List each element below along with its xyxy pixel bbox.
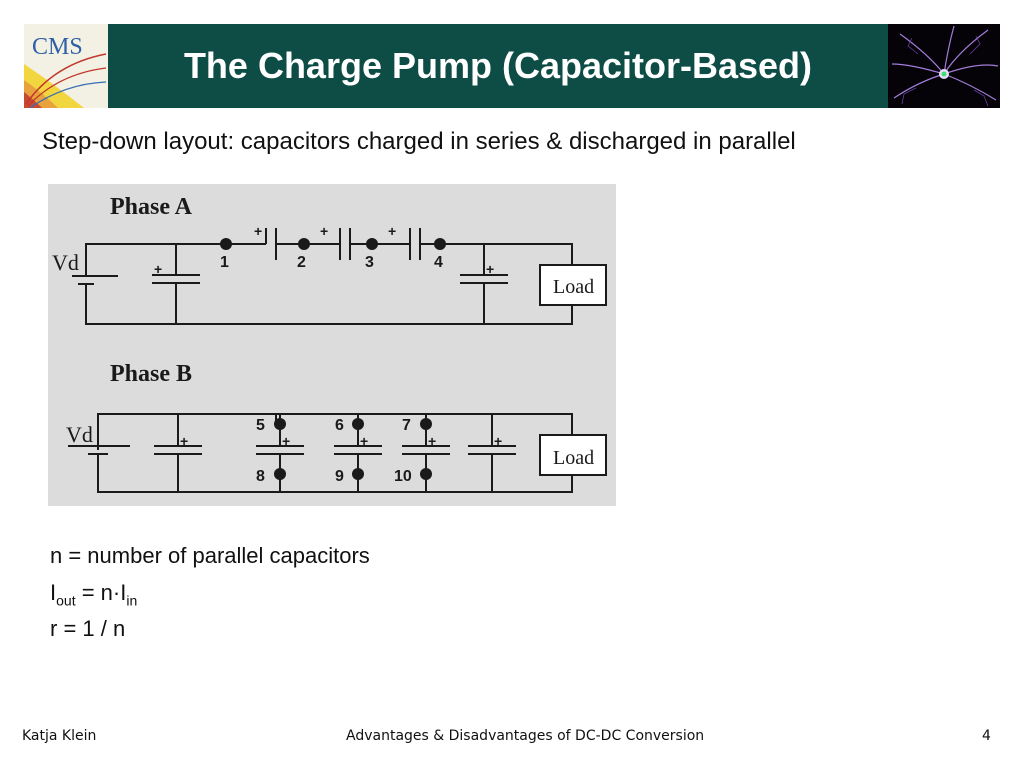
phase-b-plus-1: + — [282, 433, 290, 449]
circuit-diagram: Phase A Vd Load Phase B Vd Load 1 2 3 4 … — [52, 194, 607, 493]
phase-b-plus-3: + — [428, 433, 436, 449]
node-4-dot — [434, 238, 446, 250]
slide-title: The Charge Pump (Capacitor-Based) — [183, 45, 813, 86]
equation-n-definition: n = number of parallel capacitors — [50, 543, 370, 568]
phase-a-plus-3: + — [388, 223, 396, 239]
node-7-label: 7 — [402, 417, 411, 434]
cms-logo-graphic: CMS — [24, 24, 108, 108]
charge-pump-diagram: Phase A Vd Load Phase B Vd Load 1 2 3 4 … — [48, 184, 616, 506]
node-7-dot — [420, 418, 432, 430]
phase-b-plus-right: + — [494, 433, 502, 449]
node-10-label: 10 — [394, 468, 412, 485]
equation-iin-sub: in — [126, 592, 138, 609]
node-10-dot — [420, 468, 432, 480]
node-2-label: 2 — [297, 254, 306, 271]
node-1-dot — [220, 238, 232, 250]
equation-iout-mid: = n·I — [75, 580, 127, 605]
equation-iout-i: I — [50, 580, 57, 605]
phase-a-load-label: Load — [553, 276, 594, 298]
node-8-label: 8 — [256, 468, 265, 485]
phase-b-vd-label: Vd — [66, 422, 93, 447]
phase-a-title: Phase A — [110, 194, 193, 220]
node-2-dot — [298, 238, 310, 250]
plasma-image — [888, 24, 1000, 108]
footer-page-number: 4 — [982, 728, 991, 744]
node-3-dot — [366, 238, 378, 250]
equation-iout: Iout = n·Iin — [50, 580, 137, 608]
node-5-dot — [274, 418, 286, 430]
node-6-dot — [352, 418, 364, 430]
node-9-label: 9 — [335, 468, 344, 485]
footer-author: Katja Klein — [22, 728, 97, 744]
plasma-graphic — [888, 24, 1000, 108]
phase-b-plus-2: + — [360, 433, 368, 449]
node-9-dot — [352, 468, 364, 480]
phase-a-plus-left: + — [154, 261, 162, 277]
phase-b-plus-left: + — [180, 433, 188, 449]
node-8-dot — [274, 468, 286, 480]
phase-b-load-label: Load — [553, 447, 594, 469]
node-3-label: 3 — [365, 254, 374, 271]
phase-a-plus-2: + — [320, 223, 328, 239]
phase-a-plus-right: + — [486, 261, 494, 277]
equation-r-definition: r = 1 / n — [50, 616, 126, 641]
node-6-label: 6 — [335, 417, 344, 434]
equation-iout-sub: out — [56, 592, 76, 609]
title-bar — [24, 24, 1000, 108]
cms-logo-text: CMS — [32, 34, 83, 60]
node-5-label: 5 — [256, 417, 265, 434]
phase-a-plus-1: + — [254, 223, 262, 239]
cms-logo: CMS — [24, 24, 108, 108]
footer-talk-title: Advantages & Disadvantages of DC-DC Conv… — [346, 728, 705, 744]
slide-subtitle: Step-down layout: capacitors charged in … — [42, 128, 796, 155]
node-4-label: 4 — [434, 254, 443, 271]
phase-b-title: Phase B — [110, 361, 192, 387]
node-1-label: 1 — [220, 254, 229, 271]
phase-a-vd-label: Vd — [52, 250, 79, 275]
